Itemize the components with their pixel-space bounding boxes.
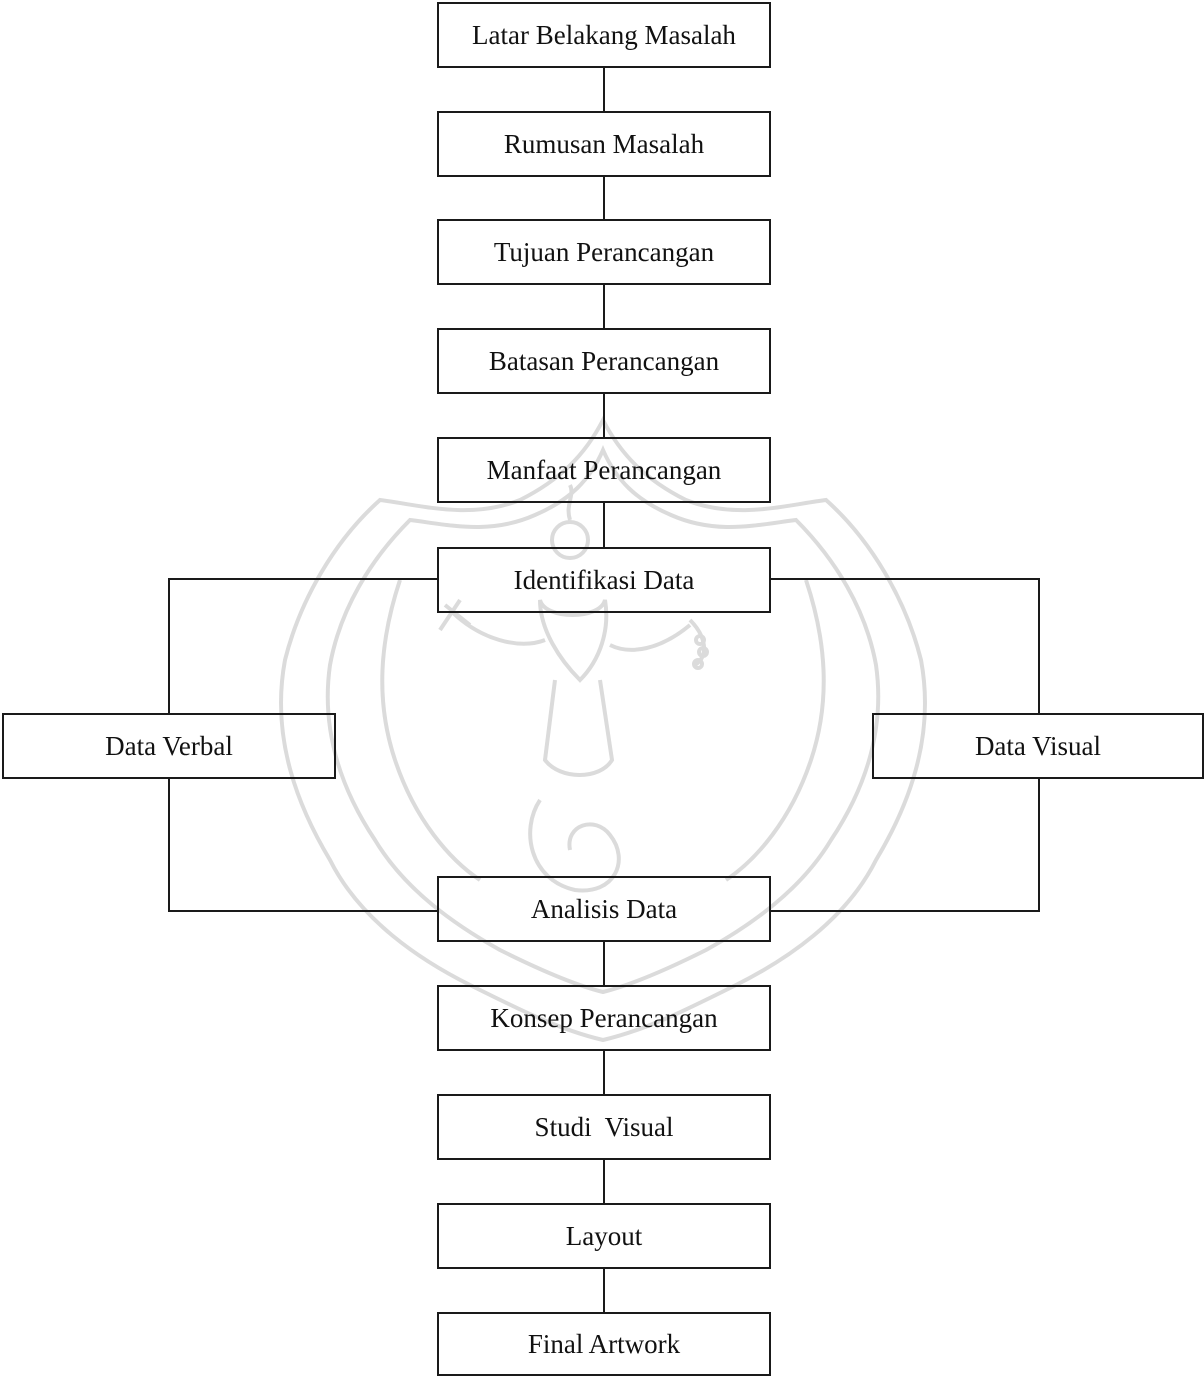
box-label: Data Verbal [105, 730, 233, 761]
box-rumusan-masalah: Rumusan Masalah [437, 111, 771, 177]
box-konsep-perancangan: Konsep Perancangan [437, 985, 771, 1051]
box-label: Latar Belakang Masalah [472, 19, 736, 50]
box-label: Data Visual [974, 730, 1102, 761]
box-label: Manfaat Perancangan [486, 454, 722, 485]
box-studi-visual: Studi Visual [437, 1094, 771, 1160]
box-layout: Layout [437, 1203, 771, 1269]
box-label: Identifikasi Data [513, 564, 695, 595]
box-tujuan-perancangan: Tujuan Perancangan [437, 219, 771, 285]
box-label: Rumusan Masalah [503, 128, 705, 159]
box-batasan-perancangan: Batasan Perancangan [437, 328, 771, 394]
box-label: Layout [565, 1220, 643, 1251]
box-label: Analisis Data [530, 893, 678, 924]
box-latar-belakang-masalah: Latar Belakang Masalah [437, 2, 771, 68]
box-label: Batasan Perancangan [488, 345, 720, 376]
box-identifikasi-data: Identifikasi Data [437, 547, 771, 613]
box-label: Final Artwork [527, 1328, 681, 1359]
box-analisis-data: Analisis Data [437, 876, 771, 942]
box-data-visual: Data Visual [872, 713, 1204, 779]
box-final-artwork: Final Artwork [437, 1312, 771, 1376]
box-label: Studi Visual [534, 1111, 674, 1142]
box-label: Tujuan Perancangan [493, 236, 715, 267]
box-data-verbal: Data Verbal [2, 713, 336, 779]
box-manfaat-perancangan: Manfaat Perancangan [437, 437, 771, 503]
box-label: Konsep Perancangan [490, 1002, 718, 1033]
